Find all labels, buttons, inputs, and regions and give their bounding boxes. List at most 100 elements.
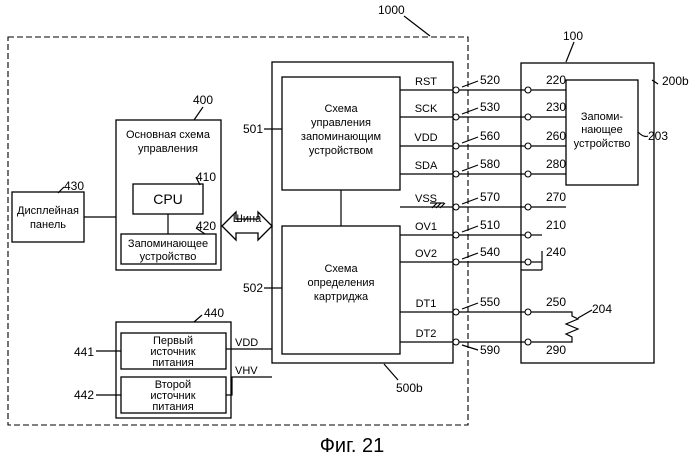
cartridge-terminal-280 bbox=[525, 171, 531, 177]
holder-terminal-label-560: 560 bbox=[480, 129, 500, 143]
main-control-label-1: Основная схема bbox=[126, 129, 211, 141]
cartridge-terminal-label-240: 240 bbox=[546, 245, 566, 259]
holder-terminal-label-570: 570 bbox=[480, 190, 500, 204]
holder-terminal-560 bbox=[453, 143, 459, 149]
holder-terminal-550 bbox=[453, 309, 459, 315]
main-memory-label-1: Запоминающее bbox=[128, 238, 208, 250]
ref-502: 502 bbox=[243, 281, 263, 295]
holder-terminal-label-540: 540 bbox=[480, 245, 500, 259]
holder-terminal-580 bbox=[453, 171, 459, 177]
holder-terminal-label-550: 550 bbox=[480, 295, 500, 309]
ref-420: 420 bbox=[196, 219, 216, 233]
ref-442: 442 bbox=[74, 388, 94, 402]
holder-terminal-leader-550 bbox=[462, 303, 478, 309]
cartridge-terminal-label-220: 220 bbox=[546, 73, 566, 87]
cartridge-terminal-label-250: 250 bbox=[546, 295, 566, 309]
signal-label-ov1: OV1 bbox=[415, 221, 437, 233]
ref-440-leader bbox=[194, 315, 202, 322]
ref-441: 441 bbox=[74, 345, 94, 359]
signal-label-rst: RST bbox=[415, 76, 437, 88]
ref-203: 203 bbox=[648, 129, 668, 143]
cartridge-memory-label-3: устройство bbox=[574, 138, 631, 150]
holder-terminal-540 bbox=[453, 259, 459, 265]
holder-terminal-leader-590 bbox=[462, 345, 478, 350]
signal-label-dt1: DT1 bbox=[416, 298, 437, 310]
cartridge-terminal-label-280: 280 bbox=[546, 157, 566, 171]
cartridge-terminal-label-230: 230 bbox=[546, 100, 566, 114]
display-panel-label-1: Дисплейная bbox=[17, 205, 79, 217]
signal-label-vdd: VDD bbox=[414, 132, 437, 144]
second-source-label-3: питания bbox=[152, 401, 193, 413]
cartridge-terminal-220 bbox=[525, 87, 531, 93]
figure-caption: Фиг. 21 bbox=[320, 435, 385, 457]
ref-100: 100 bbox=[563, 29, 583, 43]
holder-terminal-leader-570 bbox=[462, 198, 478, 204]
cartridge-terminal-label-290: 290 bbox=[546, 343, 566, 357]
holder-terminal-label-590: 590 bbox=[480, 343, 500, 357]
vhv-supply-label: VHV bbox=[235, 365, 258, 377]
holder-terminal-label-520: 520 bbox=[480, 73, 500, 87]
cartridge-terminal-250 bbox=[525, 309, 531, 315]
cartridge-memory-label-2: нающее bbox=[581, 124, 623, 136]
cartridge-terminal-290 bbox=[525, 339, 531, 345]
cartridge-terminal-210 bbox=[525, 232, 531, 238]
signal-label-vss: VSS bbox=[415, 193, 437, 205]
cartridge-detect-label-2: определения bbox=[308, 277, 375, 289]
ref-430: 430 bbox=[64, 179, 84, 193]
signal-label-sck: SCK bbox=[415, 103, 438, 115]
ref-200b: 200b bbox=[662, 74, 689, 88]
holder-terminal-leader-530 bbox=[462, 108, 478, 114]
holder-terminal-leader-540 bbox=[462, 253, 478, 259]
cartridge-terminal-label-260: 260 bbox=[546, 129, 566, 143]
main-control-label-2: управления bbox=[138, 143, 198, 155]
first-source-label-3: питания bbox=[152, 357, 193, 369]
cpu-label: CPU bbox=[153, 191, 183, 207]
holder-terminal-510 bbox=[453, 232, 459, 238]
cartridge-detect-box bbox=[282, 226, 400, 354]
ref-1000: 1000 bbox=[378, 3, 405, 17]
holder-terminal-leader-510 bbox=[462, 226, 478, 232]
holder-terminal-530 bbox=[453, 114, 459, 120]
ref-400: 400 bbox=[193, 93, 213, 107]
cartridge-terminal-label-210: 210 bbox=[546, 218, 566, 232]
signal-label-ov2: OV2 bbox=[415, 248, 437, 260]
ref-500b: 500b bbox=[396, 381, 423, 395]
bus-label: Шина bbox=[233, 213, 262, 225]
cartridge-terminal-230 bbox=[525, 114, 531, 120]
holder-terminal-570 bbox=[453, 204, 459, 210]
ref-500b-leader bbox=[384, 364, 398, 380]
cartridge-terminal-240 bbox=[525, 259, 531, 265]
holder-terminal-label-580: 580 bbox=[480, 157, 500, 171]
holder-terminal-leader-580 bbox=[462, 165, 478, 171]
holder-terminal-label-530: 530 bbox=[480, 100, 500, 114]
vdd-supply-label: VDD bbox=[235, 337, 258, 349]
signal-label-dt2: DT2 bbox=[416, 328, 437, 340]
ref-204: 204 bbox=[592, 302, 612, 316]
holder-terminal-520 bbox=[453, 87, 459, 93]
main-memory-label-2: устройство bbox=[140, 251, 197, 263]
holder-terminal-leader-520 bbox=[462, 81, 478, 87]
vhv-supply-line bbox=[226, 377, 272, 395]
memory-control-label-4: устройством bbox=[309, 145, 373, 157]
cartridge-detect-label-3: картриджа bbox=[314, 291, 369, 303]
ref-440: 440 bbox=[204, 306, 224, 320]
holder-terminal-label-510: 510 bbox=[480, 218, 500, 232]
signal-label-sda: SDA bbox=[415, 160, 438, 172]
cartridge-terminal-270 bbox=[525, 204, 531, 210]
ref-501: 501 bbox=[243, 122, 263, 136]
holder-terminal-leader-560 bbox=[462, 137, 478, 143]
memory-control-label-2: управления bbox=[311, 117, 371, 129]
ref-400-leader bbox=[194, 107, 203, 120]
cartridge-terminal-260 bbox=[525, 143, 531, 149]
cartridge-memory-label-1: Запоми- bbox=[581, 111, 624, 123]
ref-1000-leader bbox=[404, 16, 430, 36]
cartridge-detect-label-1: Схема bbox=[324, 263, 358, 275]
holder-terminal-590 bbox=[453, 339, 459, 345]
memory-control-label-1: Схема bbox=[324, 103, 358, 115]
memory-control-label-3: запоминающим bbox=[301, 131, 381, 143]
cartridge-terminal-label-270: 270 bbox=[546, 190, 566, 204]
ref-100-leader bbox=[566, 42, 574, 62]
display-panel-box bbox=[12, 192, 84, 242]
display-panel-label-2: панель bbox=[30, 219, 66, 231]
